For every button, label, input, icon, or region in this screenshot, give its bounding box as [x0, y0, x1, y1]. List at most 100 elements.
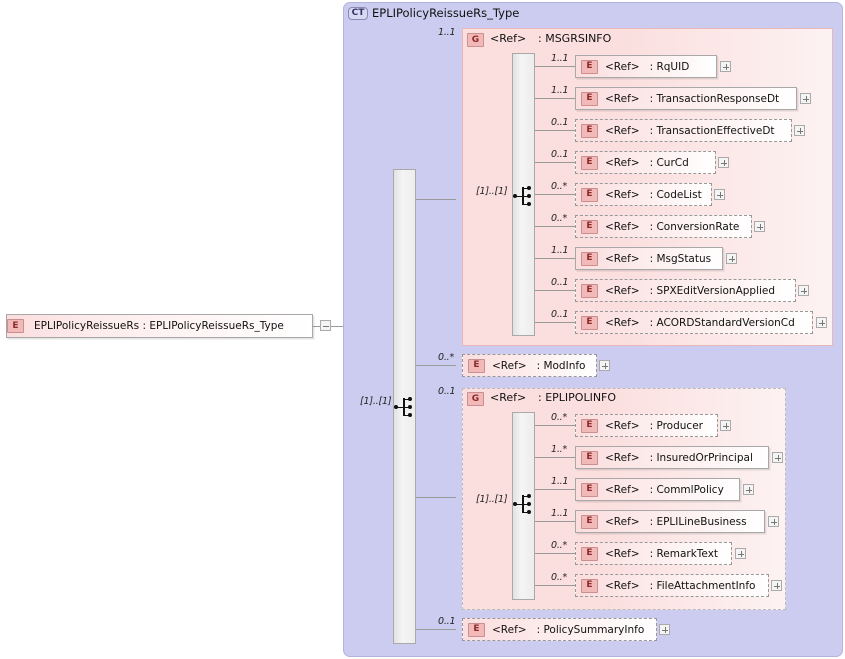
root-to-ct-line: [331, 326, 343, 327]
msgrsinfo-compositor-occurrence: [1]..[1]: [476, 186, 508, 197]
element-node-acordstandardversioncd[interactable]: E <Ref> : ACORDStandardVersionCd: [575, 311, 813, 334]
element-name: : ModInfo: [536, 359, 586, 372]
element-node-transactioneffectivedt[interactable]: E <Ref> : TransactionEffectiveDt: [575, 119, 792, 142]
occurrence-label: 1..*: [551, 444, 568, 455]
eplipolinfo-branch-3: [535, 489, 575, 490]
element-name: : RqUID: [649, 60, 690, 73]
expander-plus[interactable]: [743, 484, 754, 495]
occurrence-label: 1..1: [551, 53, 569, 64]
eplipolinfo-branch-4: [535, 521, 575, 522]
occurrence-label: 0..*: [551, 540, 568, 551]
element-node-conversionrate[interactable]: E <Ref> : ConversionRate: [575, 215, 752, 238]
element-node-msgstatus[interactable]: E <Ref> : MsgStatus: [575, 247, 723, 270]
element-badge: E: [581, 578, 598, 593]
element-ref: <Ref>: [605, 252, 640, 265]
msgrsinfo-branch-2: [535, 98, 575, 99]
element-node-policysummaryinfo[interactable]: E <Ref> : PolicySummaryInfo: [462, 618, 657, 641]
element-name: : TransactionResponseDt: [649, 92, 780, 105]
element-node-spxeditversionapplied[interactable]: E <Ref> : SPXEditVersionApplied: [575, 279, 796, 302]
expander-plus[interactable]: [714, 189, 725, 200]
element-ref: <Ref>: [605, 419, 640, 432]
occurrence-label: 1..1: [551, 476, 569, 487]
element-node-remarktext[interactable]: E <Ref> : RemarkText: [575, 542, 732, 565]
outer-branch-line-3: [416, 497, 456, 498]
group-badge-msgrsinfo: G: [467, 33, 484, 47]
policysummaryinfo-occurrence: 0..1: [438, 616, 456, 627]
msgrsinfo-occurrence: 1..1: [438, 27, 456, 38]
element-node-transactionresponsedt[interactable]: E <Ref> : TransactionResponseDt: [575, 87, 797, 110]
element-node-codelist[interactable]: E <Ref> : CodeList: [575, 183, 712, 206]
element-badge: E: [581, 155, 598, 170]
element-badge: E: [581, 91, 598, 106]
occurrence-label: 0..1: [551, 117, 569, 128]
expander-plus[interactable]: [659, 624, 670, 635]
element-ref: <Ref>: [605, 220, 640, 233]
occurrence-label: 0..1: [551, 277, 569, 288]
expander-plus[interactable]: [816, 317, 827, 328]
element-ref: <Ref>: [605, 284, 640, 297]
element-badge: E: [581, 482, 598, 497]
element-badge: E: [7, 319, 24, 333]
element-node-insuredorprincipal[interactable]: E <Ref> : InsuredOrPrincipal: [575, 446, 769, 469]
root-element-box[interactable]: E EPLIPolicyReissueRs : EPLIPolicyReissu…: [6, 314, 313, 338]
eplipolinfo-compositor-occurrence: [1]..[1]: [476, 494, 508, 505]
expander-plus[interactable]: [720, 61, 731, 72]
expander-plus[interactable]: [735, 548, 746, 559]
expander-plus[interactable]: [718, 157, 729, 168]
element-ref: <Ref>: [605, 124, 640, 137]
expander-plus[interactable]: [768, 516, 779, 527]
root-expander-minus[interactable]: [320, 320, 331, 331]
element-node-modinfo[interactable]: E <Ref> : ModInfo: [462, 354, 597, 377]
msgrsinfo-branch-4: [535, 162, 575, 163]
msgrsinfo-branch-6: [535, 226, 575, 227]
msgrsinfo-branch-9: [535, 322, 575, 323]
element-badge: E: [581, 187, 598, 202]
expander-plus[interactable]: [800, 93, 811, 104]
element-name: : MsgStatus: [649, 252, 712, 265]
expander-plus[interactable]: [754, 221, 765, 232]
element-name: : ConversionRate: [649, 220, 740, 233]
eplipolinfo-branch-1: [535, 425, 575, 426]
element-node-rquid[interactable]: E <Ref> : RqUID: [575, 55, 717, 78]
occurrence-label: 1..1: [551, 85, 569, 96]
expander-plus[interactable]: [794, 125, 805, 136]
element-node-eplilinebusiness[interactable]: E <Ref> : EPLILineBusiness: [575, 510, 765, 533]
element-name: : RemarkText: [649, 547, 719, 560]
element-ref: <Ref>: [605, 60, 640, 73]
expander-plus[interactable]: [720, 420, 731, 431]
element-badge: E: [581, 546, 598, 561]
element-badge: E: [581, 450, 598, 465]
sequence-icon: [394, 396, 420, 418]
element-node-curcd[interactable]: E <Ref> : CurCd: [575, 151, 716, 174]
occurrence-label: 0..1: [551, 149, 569, 160]
root-element-label: EPLIPolicyReissueRs : EPLIPolicyReissueR…: [34, 320, 284, 332]
element-ref: <Ref>: [605, 515, 640, 528]
group-ref-msgrsinfo: <Ref>: [490, 32, 527, 45]
element-name: : CurCd: [649, 156, 689, 169]
expander-plus[interactable]: [599, 360, 610, 371]
expander-plus[interactable]: [726, 253, 737, 264]
element-node-fileattachmentinfo[interactable]: E <Ref> : FileAttachmentInfo: [575, 574, 769, 597]
element-node-commlpolicy[interactable]: E <Ref> : CommlPolicy: [575, 478, 740, 501]
expander-plus[interactable]: [771, 580, 782, 591]
element-badge: E: [581, 59, 598, 74]
element-ref: <Ref>: [492, 623, 527, 636]
element-badge: E: [581, 251, 598, 266]
occurrence-label: 0..*: [551, 412, 568, 423]
element-badge: E: [581, 283, 598, 298]
element-node-producer[interactable]: E <Ref> : Producer: [575, 414, 718, 437]
msgrsinfo-branch-8: [535, 290, 575, 291]
expander-plus[interactable]: [772, 452, 783, 463]
element-badge: E: [468, 622, 485, 637]
complextype-badge: CT: [348, 7, 368, 20]
group-badge-eplipolinfo: G: [467, 392, 484, 406]
expander-plus[interactable]: [798, 285, 809, 296]
group-name-eplipolinfo: : EPLIPOLINFO: [538, 391, 617, 404]
group-name-msgrsinfo: : MSGRSINFO: [538, 32, 612, 45]
element-name: : ACORDStandardVersionCd: [649, 316, 795, 329]
element-name: : TransactionEffectiveDt: [649, 124, 775, 137]
occurrence-label: 0..*: [551, 213, 568, 224]
element-ref: <Ref>: [605, 547, 640, 560]
msgrsinfo-branch-7: [535, 258, 575, 259]
